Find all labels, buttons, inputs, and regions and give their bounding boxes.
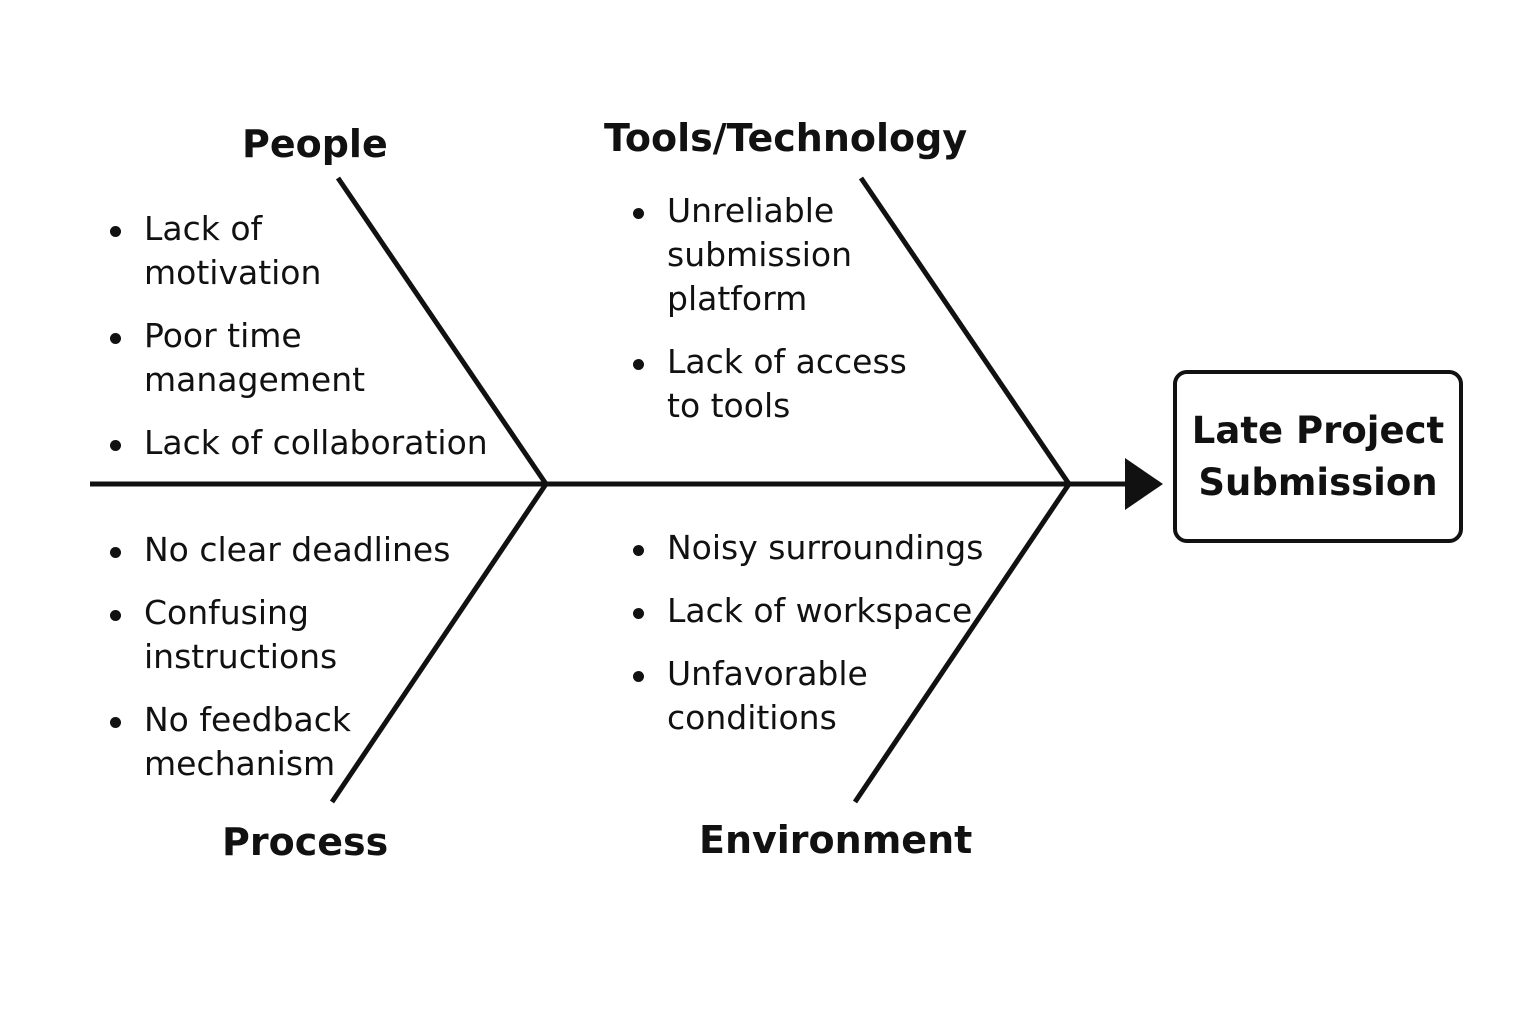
cause-item: Poor time management: [108, 314, 414, 402]
cause-item: Lack of collaboration: [108, 421, 508, 465]
cause-item: Unfavorable conditions: [631, 652, 907, 740]
cause-list-people: Lack of motivation Poor time management …: [108, 207, 508, 484]
arrowhead-icon: [1125, 458, 1163, 510]
category-label-environment: Environment: [699, 818, 973, 862]
bone-people: [335, 176, 549, 486]
cause-item: Lack of access to tools: [631, 340, 937, 428]
effect-label: Late Project Submission: [1191, 408, 1445, 504]
cause-item: Noisy surroundings: [631, 526, 1011, 570]
category-label-process: Process: [222, 820, 389, 864]
cause-list-tools: Unreliable submission platform Lack of a…: [631, 189, 951, 447]
cause-list-process: No clear deadlines Confusing instruction…: [108, 528, 488, 805]
cause-item: Lack of workspace: [631, 589, 1011, 633]
cause-item: Unreliable submission platform: [631, 189, 882, 321]
cause-item: No clear deadlines: [108, 528, 488, 572]
bone-environment: [852, 482, 1072, 804]
category-label-tools: Tools/Technology: [604, 116, 968, 160]
bone-process: [329, 482, 549, 804]
effect-box: Late Project Submission: [1173, 370, 1463, 543]
cause-list-environment: Noisy surroundings Lack of workspace Unf…: [631, 526, 1011, 759]
cause-item: No feedback mechanism: [108, 698, 384, 786]
category-label-people: People: [242, 122, 388, 166]
cause-item: Confusing instructions: [108, 591, 364, 679]
bone-tools: [858, 176, 1072, 486]
cause-item: Lack of motivation: [108, 207, 354, 295]
